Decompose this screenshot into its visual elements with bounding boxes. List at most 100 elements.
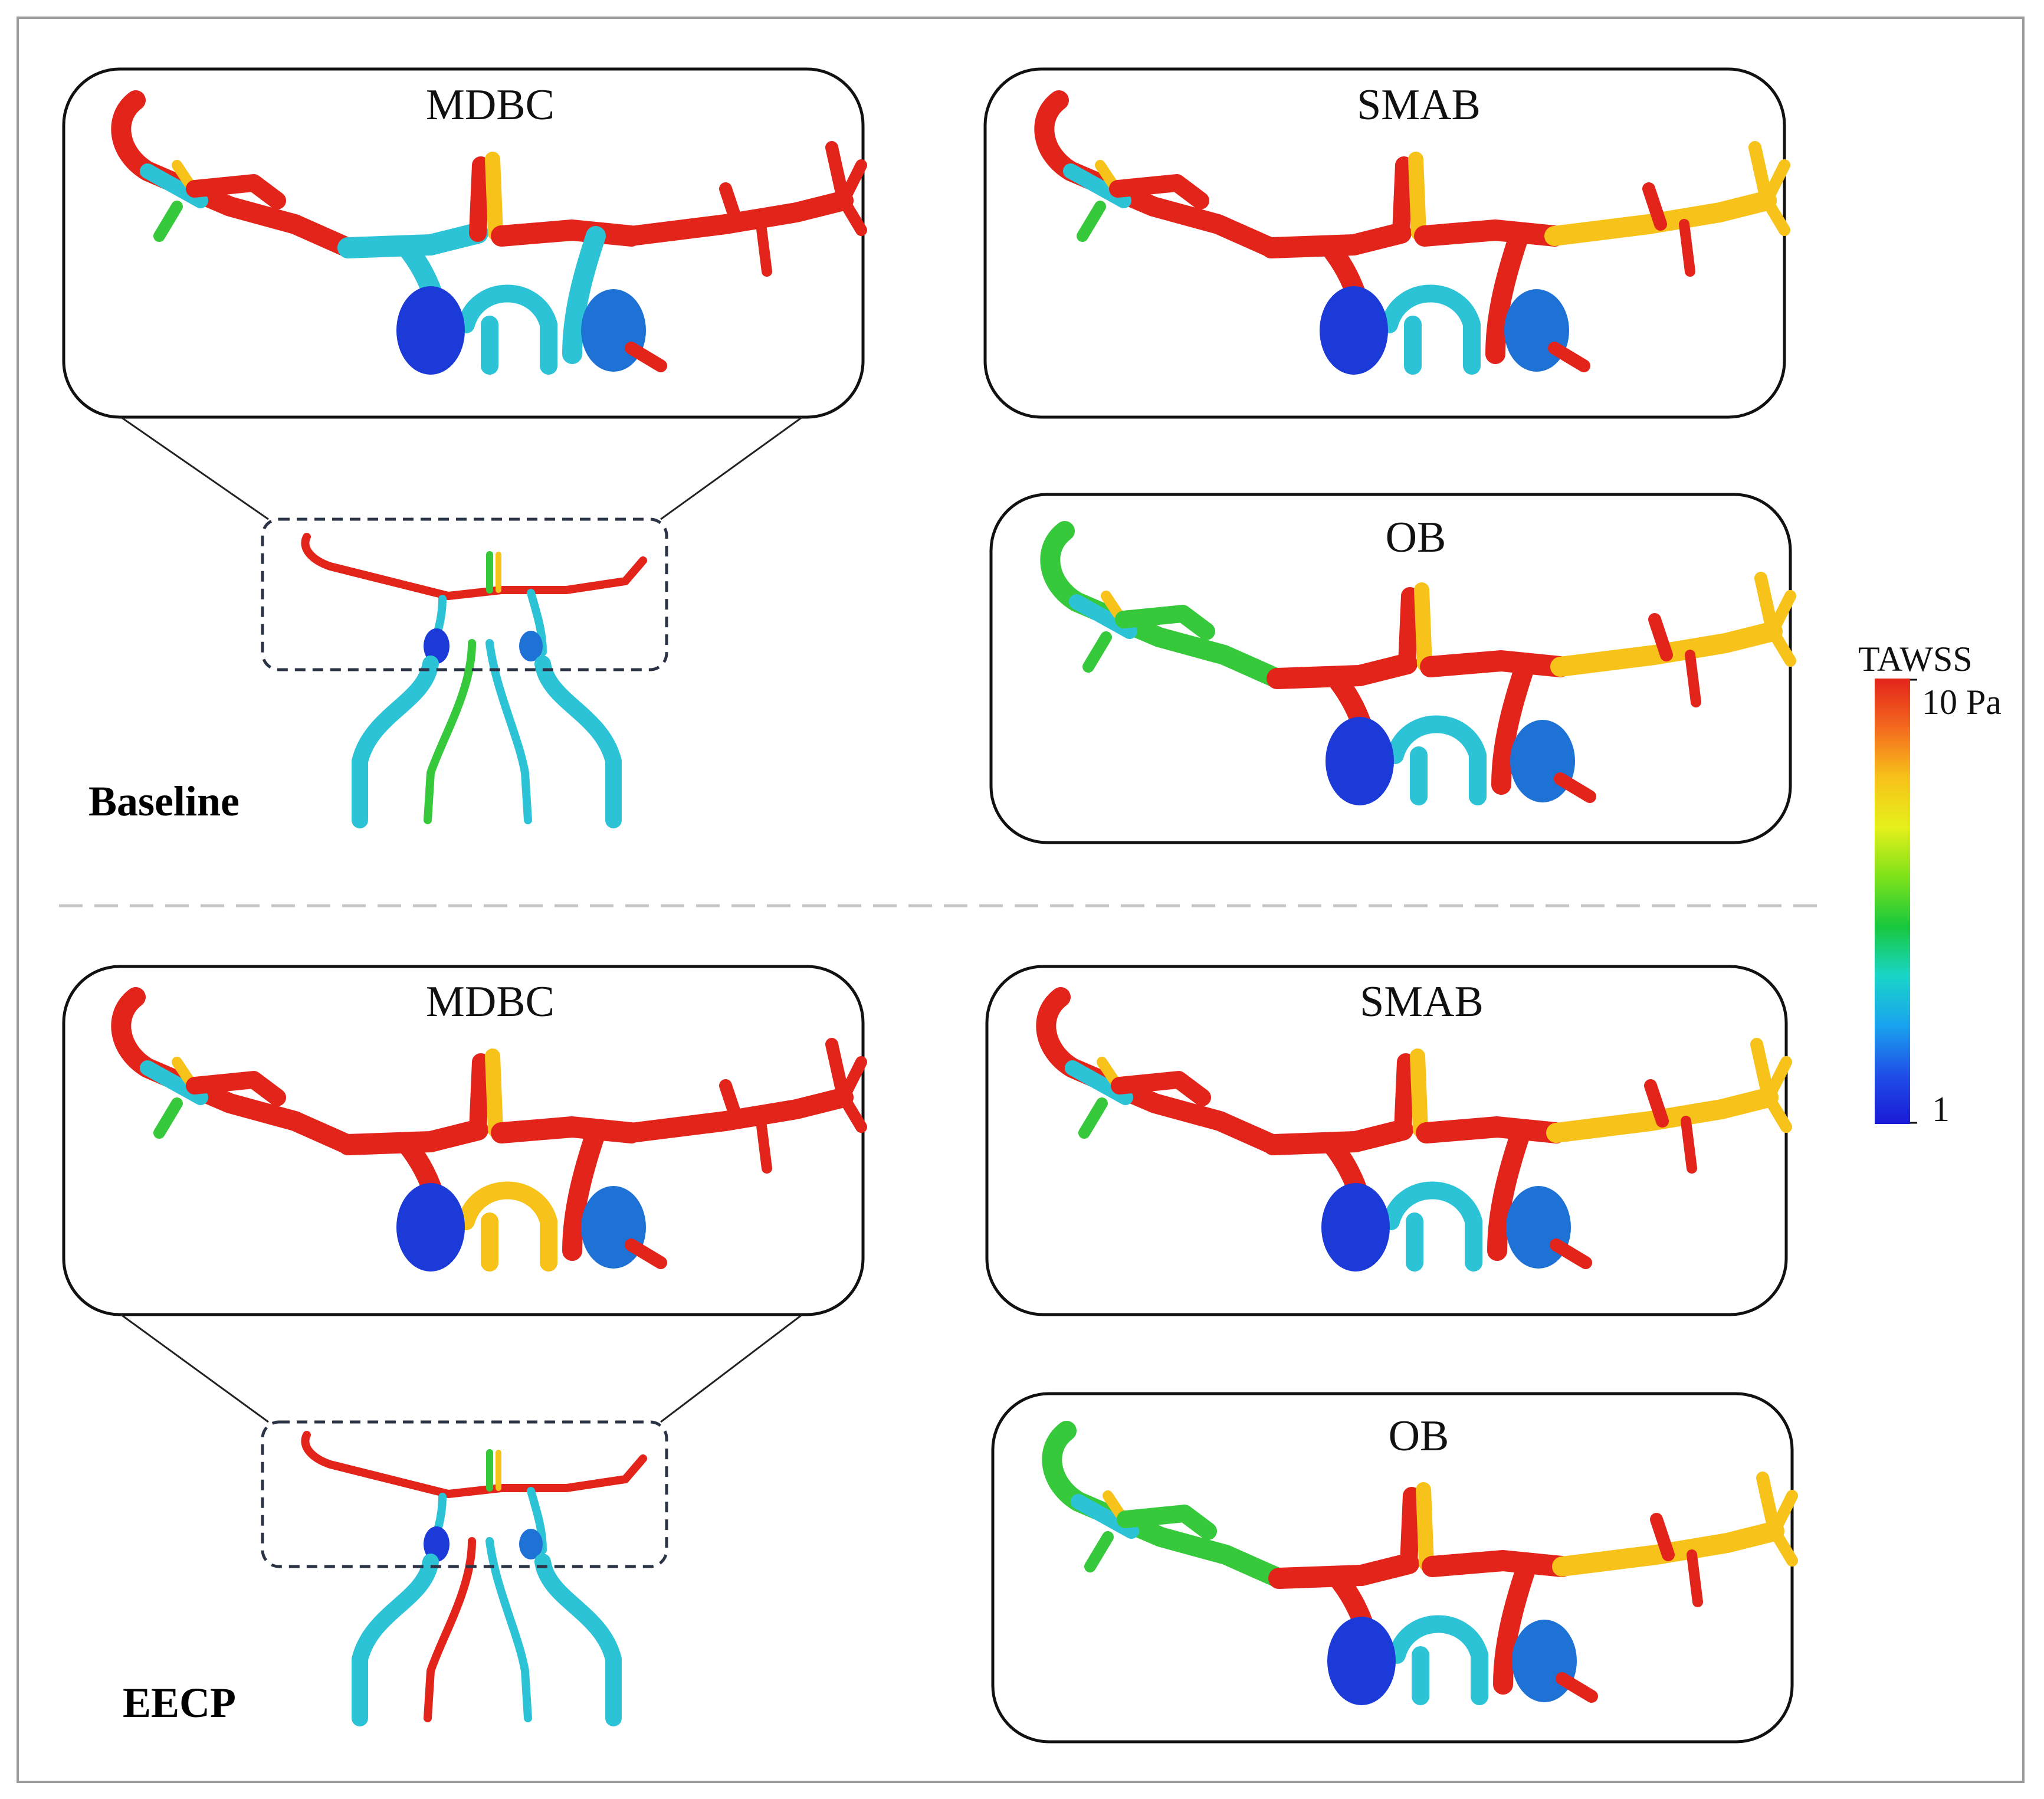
panel-title: SMAB (1357, 81, 1481, 129)
vessel-segment (1550, 1238, 1592, 1269)
vessel-segment (1679, 219, 1695, 277)
vessel-segment (301, 533, 452, 600)
vessel-segment (1388, 1615, 1488, 1705)
vessel-segment (1082, 631, 1112, 673)
vessel-segment (1761, 195, 1790, 236)
vessel-segment (1485, 226, 1529, 364)
vessel-segment (1414, 219, 1565, 247)
vessel-segment (838, 159, 867, 207)
colorbar-legend: TAWSS 10 Pa 1 (1858, 640, 2002, 1129)
vessel-segment (756, 1116, 772, 1174)
aneurysm-left (396, 1183, 465, 1272)
vessel-segment (444, 1454, 647, 1498)
panel-baseline-smab: SMAB (983, 67, 1790, 419)
vessel-segment (1552, 1521, 1784, 1577)
panel-eecp-ob: OB (991, 1392, 1798, 1744)
vessel-segment (1491, 657, 1535, 795)
vessel-segment (1115, 605, 1215, 640)
vessel-segment (337, 1119, 488, 1155)
row-eecp: MDBC SMAB OB EECP (62, 965, 1798, 1744)
aneurysm-right (1506, 1186, 1571, 1269)
vessel-segment (1097, 1057, 1119, 1085)
vessel-segment (485, 1048, 503, 1138)
zoom-connector-left (120, 1313, 269, 1423)
row-label-baseline: Baseline (88, 778, 239, 825)
vessel-segment (1644, 1079, 1669, 1128)
vessel-segment (621, 1087, 854, 1143)
vessel-segment (172, 160, 194, 188)
vessel-segment (1392, 156, 1413, 242)
zoom-region-box (261, 1420, 668, 1568)
vessel-segment (1761, 159, 1790, 207)
full-vessel-model (301, 1431, 647, 1726)
aneurysm-left-small (424, 628, 450, 664)
vessel-segment (1548, 342, 1590, 372)
vessel-segment (562, 226, 606, 364)
vessel-segment (625, 342, 667, 372)
vessel-segment (1095, 160, 1117, 188)
vessel-segment (1420, 650, 1571, 677)
vessel-segment (1642, 182, 1667, 231)
panel-title: MDBC (426, 81, 555, 129)
vessel-segment (838, 1056, 867, 1103)
vessel-segment (186, 174, 286, 209)
vessel-segment (1416, 1116, 1567, 1143)
vessel-segment (625, 1238, 667, 1269)
aneurysm-left (1320, 286, 1388, 375)
vessel-segment (1763, 1092, 1792, 1133)
vessel-network-zoom (1040, 521, 1796, 805)
vessel-segment (1763, 1056, 1792, 1103)
vessel-segment (1386, 715, 1487, 805)
vessel-segment (1681, 1116, 1697, 1174)
vessel-segment (172, 1057, 194, 1085)
vessel-segment (1493, 1556, 1537, 1695)
vessel-segment (352, 656, 439, 828)
panel-title: MDBC (426, 978, 555, 1026)
zoom-region-box (261, 517, 668, 671)
vessel-segment (1550, 621, 1783, 677)
vessel-segment (1109, 174, 1209, 209)
aneurysm-right (581, 1186, 646, 1269)
vessel-segment (1648, 613, 1673, 661)
vessel-segment (424, 639, 476, 824)
vessel-segment (457, 1181, 557, 1272)
aneurysm-left (1321, 1183, 1390, 1272)
vessel-segment (1103, 1490, 1125, 1519)
vessel-segment (1398, 587, 1419, 673)
vessel-segment (1077, 201, 1106, 242)
aneurysm-left (1327, 1617, 1396, 1705)
vessel-segment (756, 219, 772, 277)
vessel-segment (186, 1071, 286, 1106)
panel-baseline-ob: OB (989, 493, 1796, 844)
vessel-network-zoom (1036, 987, 1792, 1272)
vessel-segment (1117, 1505, 1217, 1540)
vessel-segment (1414, 582, 1432, 671)
aneurysm-right (581, 289, 646, 372)
vessel-segment (1382, 1181, 1482, 1272)
vessel-segment (719, 182, 744, 231)
vessel-segment (1544, 191, 1777, 246)
figure-border (17, 17, 2025, 1783)
vessel-segment (1685, 650, 1701, 707)
vessel-segment (534, 1554, 622, 1726)
vessel-segment (1078, 1097, 1108, 1139)
row-label-eecp: EECP (123, 1679, 236, 1726)
vessel-segment (469, 1053, 490, 1139)
vessel-segment (457, 284, 557, 375)
vessel-network-zoom (111, 987, 867, 1272)
colorbar (1875, 679, 1910, 1124)
vessel-segment (485, 1537, 532, 1722)
colorbar-max-label: 10 Pa (1922, 683, 2002, 722)
vessel-segment (1111, 1071, 1211, 1106)
vessel-segment (838, 1092, 867, 1133)
vessel-network-zoom (1042, 1421, 1798, 1705)
vessel-segment (485, 639, 532, 824)
vessel-segment (337, 222, 488, 258)
vessel-segment (1487, 1123, 1531, 1261)
aneurysm-left (1326, 717, 1394, 805)
vessel-segment (719, 1079, 744, 1128)
vessel-segment (153, 1097, 183, 1139)
vessel-segment (491, 219, 642, 247)
aneurysm-right-small (519, 1529, 543, 1559)
panel-title: SMAB (1360, 978, 1484, 1026)
